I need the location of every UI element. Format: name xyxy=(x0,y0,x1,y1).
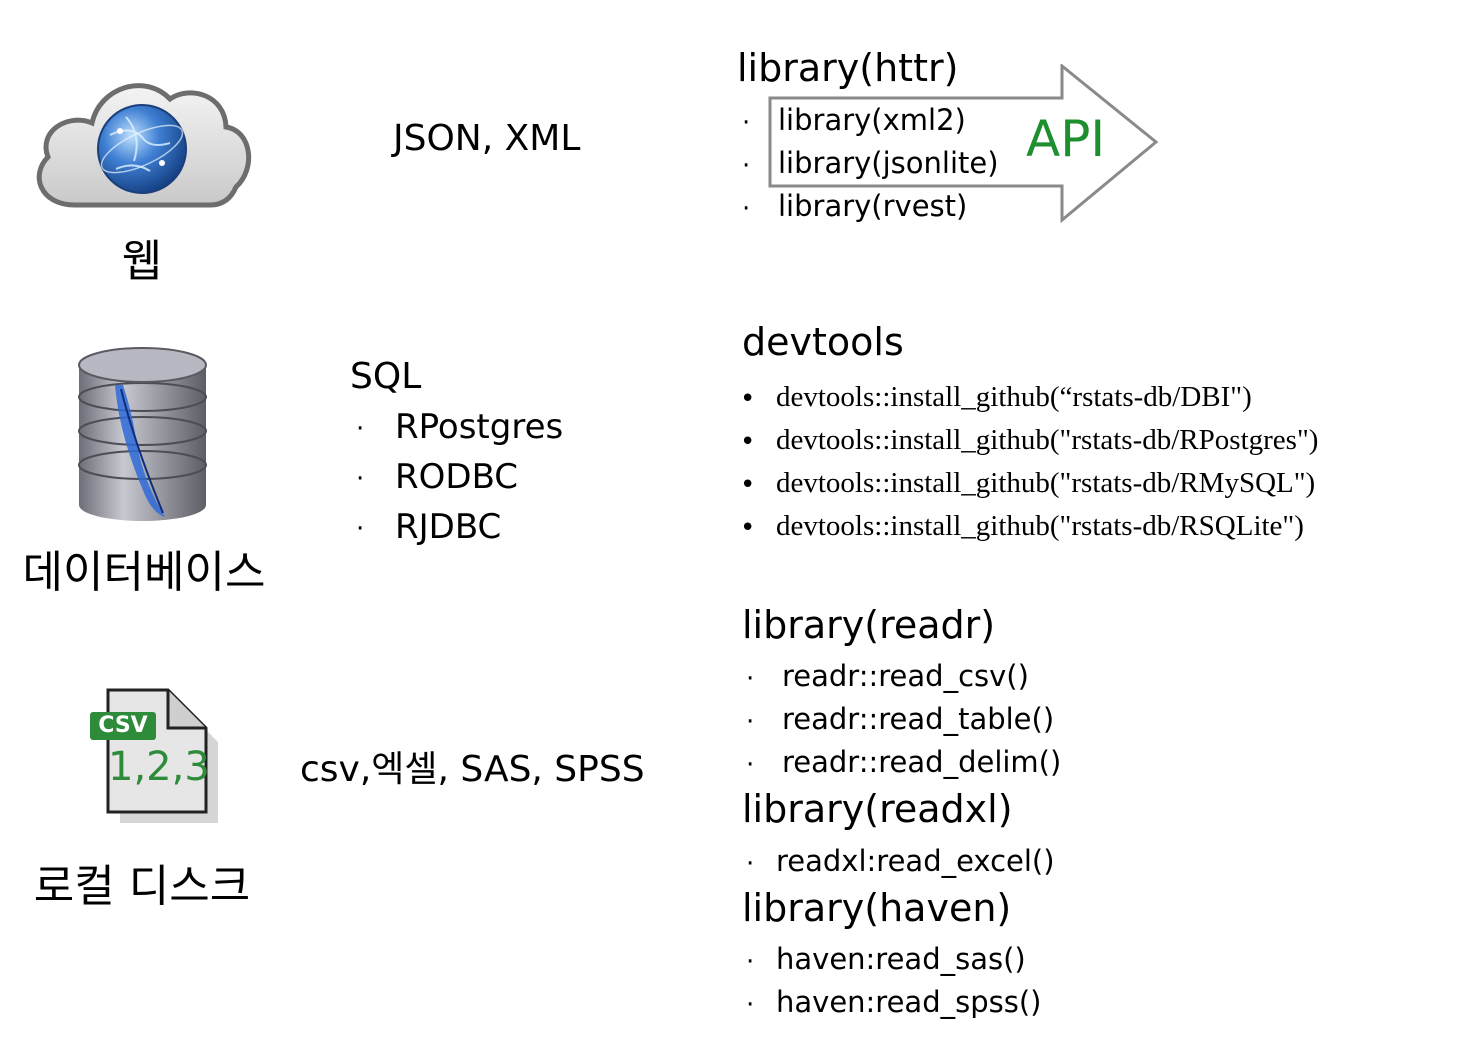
package-item: devtools::install_github("rstats-db/RMyS… xyxy=(776,467,1316,499)
package-item: haven:read_spss() xyxy=(776,985,1042,1019)
format-db-item: RJDBC xyxy=(395,507,502,547)
format-db-item: RODBC xyxy=(395,457,519,497)
bullet: · xyxy=(746,849,755,879)
format-db-item: RPostgres xyxy=(395,407,564,447)
bullet: · xyxy=(746,947,755,977)
package-item: library(rvest) xyxy=(778,189,968,223)
package-item: readr::read_table() xyxy=(782,702,1055,736)
csv-file-text: 1,2,3 xyxy=(108,744,210,790)
bullet: · xyxy=(742,151,751,181)
package-title-readxl: library(readxl) xyxy=(742,787,1013,831)
source-label-local-disk: 로컬 디스크 xyxy=(33,861,251,912)
format-db-title: SQL xyxy=(350,356,422,397)
package-item: haven:read_sas() xyxy=(776,942,1026,976)
bullet: · xyxy=(746,990,755,1020)
package-item: library(xml2) xyxy=(778,103,966,137)
web-cloud-globe-icon xyxy=(36,83,252,208)
bullet: • xyxy=(740,470,756,500)
bullet: · xyxy=(742,194,751,224)
package-item: readr::read_csv() xyxy=(782,659,1029,693)
package-item: readr::read_delim() xyxy=(782,745,1062,779)
package-item: library(jsonlite) xyxy=(778,146,999,180)
api-arrow xyxy=(768,64,1159,224)
database-icon xyxy=(78,347,207,521)
bullet: • xyxy=(740,513,756,543)
bullet: · xyxy=(746,664,755,694)
format-web: JSON, XML xyxy=(393,118,581,159)
source-label-database: 데이터베이스 xyxy=(22,547,266,598)
source-label-web: 웹 xyxy=(121,236,163,287)
package-item: devtools::install_github("rstats-db/RSQL… xyxy=(776,510,1304,542)
bullet: · xyxy=(746,707,755,737)
package-title-haven: library(haven) xyxy=(742,886,1012,930)
bullet: · xyxy=(356,464,365,494)
bullet: · xyxy=(356,514,365,544)
bullet: • xyxy=(740,384,756,414)
bullet: · xyxy=(746,750,755,780)
api-label: API xyxy=(1026,110,1106,168)
csv-file-icon: CSV 1,2,3 xyxy=(88,688,223,823)
package-item: readxl:read_excel() xyxy=(776,844,1055,878)
bullet: · xyxy=(742,108,751,138)
package-title-devtools: devtools xyxy=(742,320,904,364)
package-title-readr: library(readr) xyxy=(742,603,996,647)
csv-tag: CSV xyxy=(90,712,156,740)
package-item: devtools::install_github("rstats-db/RPos… xyxy=(776,424,1319,456)
package-title-httr: library(httr) xyxy=(737,46,959,90)
bullet: · xyxy=(356,414,365,444)
format-local: csv,엑셀, SAS, SPSS xyxy=(300,749,645,790)
package-item: devtools::install_github(“rstats-db/DBI"… xyxy=(776,381,1252,413)
bullet: • xyxy=(740,427,756,457)
